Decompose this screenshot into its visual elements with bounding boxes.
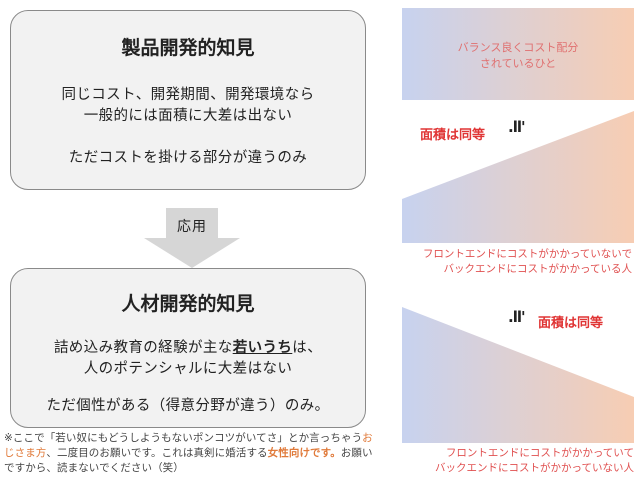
backend-heavy-caption: フロントエンドにコストがかかっていないで バックエンドにコストがかかっている人	[370, 247, 632, 277]
backend-heavy-chart	[402, 111, 634, 243]
human-line-3: ただ個性がある（得意分野が違う）のみ。	[46, 398, 330, 414]
balanced-cost-panel	[402, 8, 634, 100]
backend-heavy-caption-line-2: バックエンドにコストがかかっている人	[443, 263, 632, 275]
frontend-heavy-caption: フロントエンドにコストがかかっていて バックエンドにコストがかかっていない人	[386, 446, 634, 476]
product-line-2: 一般的には面積に大差は出ない	[83, 108, 293, 124]
footnote-part-2: 、二度目のお願いです。これは真剣に婚活する	[46, 447, 268, 459]
footnote-part-1: ※ここで「若い奴にもどうしようもないポンコツがいてさ」とか言っちゃう	[4, 432, 363, 444]
young-emphasis: 若いうち	[232, 340, 293, 356]
frontend-heavy-chart	[402, 307, 634, 443]
apply-label: 応用	[177, 219, 207, 235]
backend-heavy-shape	[402, 111, 634, 243]
frontend-heavy-shape	[402, 307, 634, 443]
footnote-orange: おじさま方	[4, 432, 373, 459]
human-knowledge-title: 人材開発的知見	[121, 293, 255, 315]
frontend-heavy-caption-line-2: バックエンドにコストがかかっていない人	[435, 462, 634, 474]
human-knowledge-box: 人材開発的知見 詰め込み教育の経験が主な若いうちは、 人のポテンシャルに大差はな…	[10, 268, 366, 428]
human-line-2: 人のポテンシャルに大差はない	[83, 361, 293, 377]
product-line-1: 同じコスト、開発期間、開発環境なら	[61, 87, 315, 103]
down-arrow-icon	[144, 208, 240, 268]
balanced-line-2: されているひと	[479, 57, 557, 70]
footnote-bold-orange: 女性向けです。	[267, 447, 341, 459]
frontend-heavy-caption-line-1: フロントエンドにコストがかかっていて	[445, 447, 634, 459]
human-line-1-b: は、	[292, 340, 323, 356]
area-same-label-2: 面積は同等	[538, 316, 604, 331]
balanced-cost-label: バランス良くコスト配分 されているひと	[402, 40, 634, 72]
footnote-part-3: お願いですから、読まないでください（笑）	[4, 447, 373, 474]
equal-mark-icon: .ll'	[508, 118, 526, 136]
product-knowledge-box: 製品開発的知見 同じコスト、開発期間、開発環境なら 一般的には面積に大差は出ない…	[10, 10, 366, 190]
equal-mark-icon: .ll'	[508, 308, 526, 326]
product-knowledge-title: 製品開発的知見	[121, 37, 255, 59]
footnote: ※ここで「若い奴にもどうしようもないポンコツがいてさ」とか言っちゃうおじさま方、…	[4, 431, 378, 476]
backend-heavy-caption-line-1: フロントエンドにコストがかかっていないで	[422, 248, 632, 260]
human-line-1-a: 詰め込み教育の経験が主な	[53, 340, 233, 356]
product-line-3: ただコストを掛ける部分が違うのみ	[68, 150, 308, 166]
balanced-line-1: バランス良くコスト配分	[457, 41, 579, 54]
area-same-label-1: 面積は同等	[420, 128, 486, 143]
human-line-1: 詰め込み教育の経験が主な若いうちは、	[11, 338, 365, 359]
